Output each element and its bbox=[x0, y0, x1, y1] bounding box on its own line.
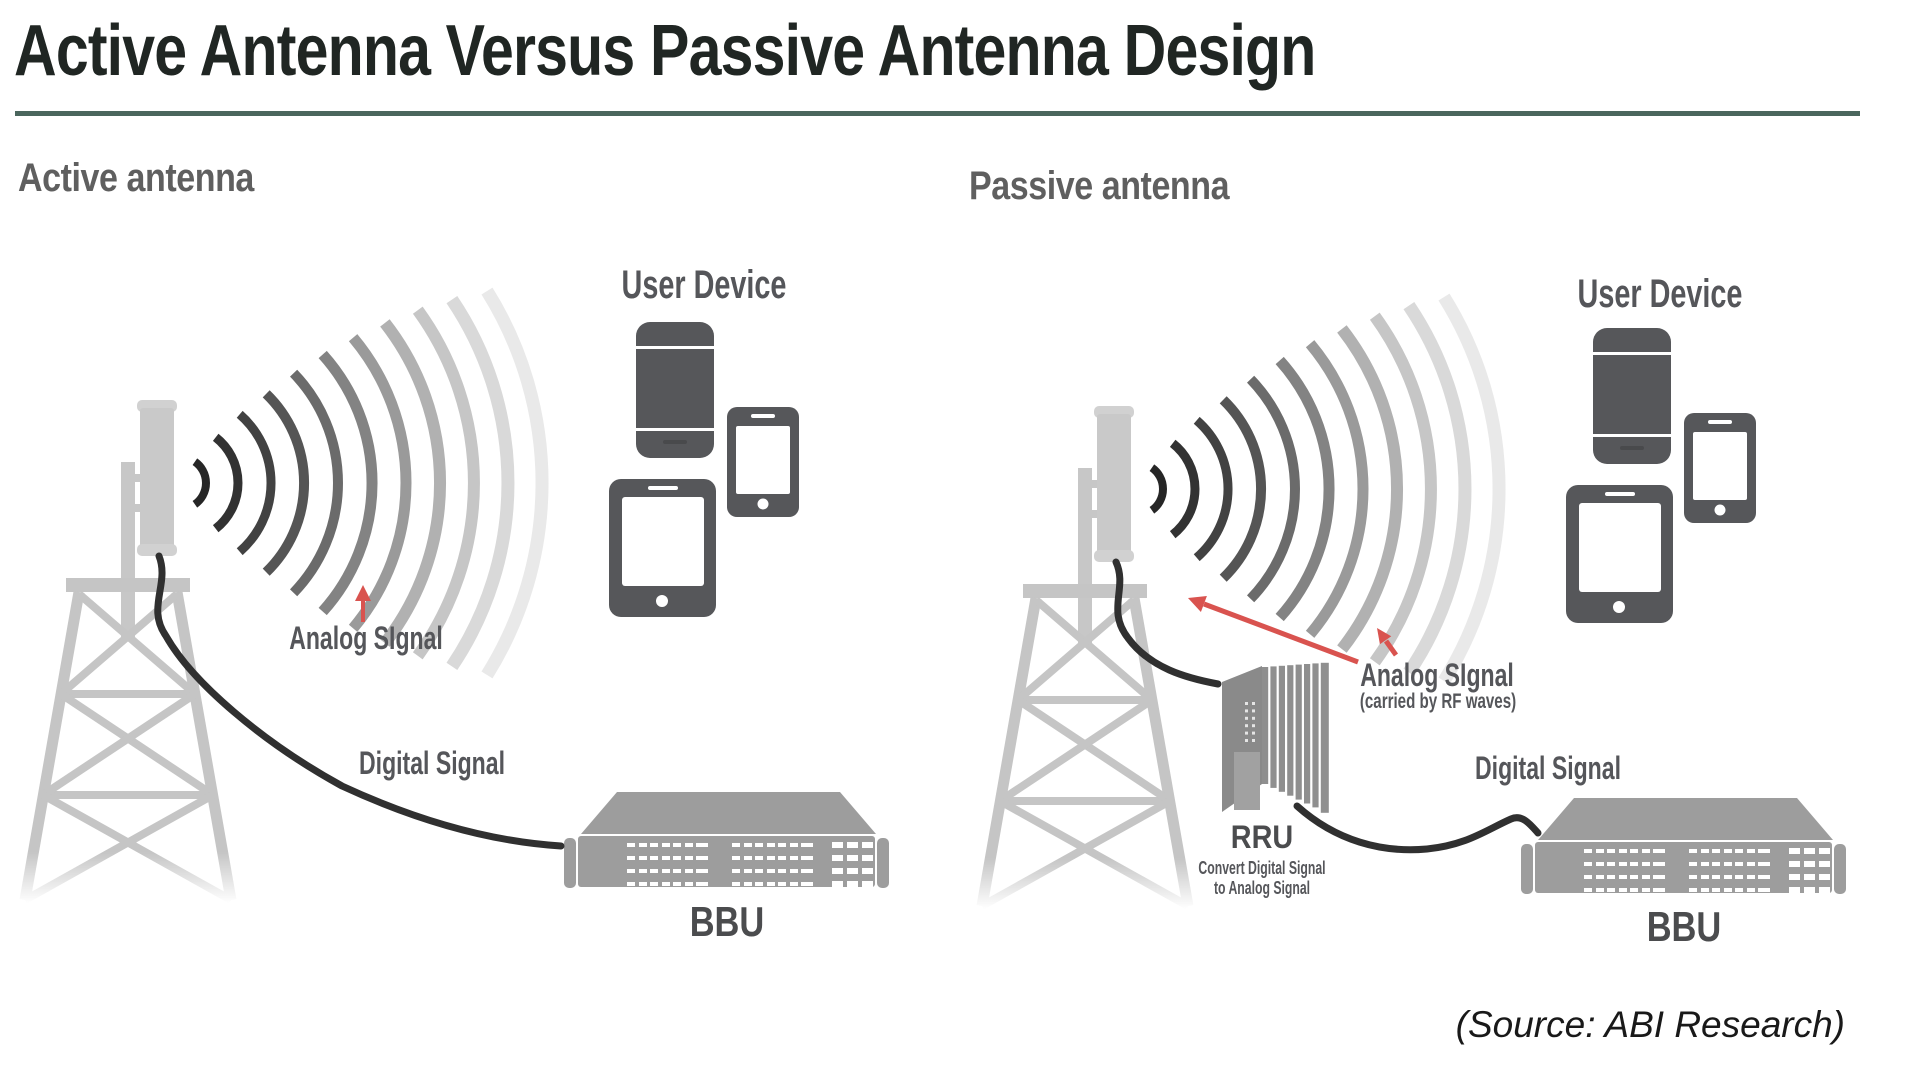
rru-unit-icon bbox=[1222, 662, 1329, 813]
cable-icon bbox=[154, 552, 565, 850]
page-title: Active Antenna Versus Passive Antenna De… bbox=[14, 11, 1316, 91]
bbu-label-left: BBU bbox=[689, 898, 765, 945]
red-arrow-icon bbox=[355, 585, 371, 622]
cable-icon bbox=[1293, 802, 1542, 854]
active-antenna-heading: Active antenna bbox=[18, 156, 254, 200]
user-device-label-left: User Device bbox=[621, 263, 787, 307]
active-antenna-scene bbox=[25, 291, 889, 900]
digital-signal-label-right: Digital Signal bbox=[1475, 750, 1621, 786]
passive-antenna-heading: Passive antenna bbox=[969, 164, 1230, 208]
digital-signal-label-left: Digital Signal bbox=[359, 745, 505, 781]
bbu-label-right: BBU bbox=[1646, 903, 1722, 950]
analog-signal-label-right: Analog SIgnal bbox=[1360, 657, 1514, 693]
rru-label: RRU bbox=[1230, 819, 1294, 855]
red-arrow-icon bbox=[1377, 628, 1399, 657]
rru-sublabel-line1: Convert Digital Signal bbox=[1198, 858, 1326, 878]
analog-signal-label-left: Analog SIgnal bbox=[289, 620, 443, 656]
title-underline bbox=[15, 111, 1860, 116]
source-note: (Source: ABI Research) bbox=[1455, 1004, 1845, 1045]
analog-signal-sublabel-right: (carried by RF waves) bbox=[1359, 690, 1517, 713]
red-arrow-icon bbox=[1188, 596, 1359, 665]
rru-sublabel-line2: to Analog Signal bbox=[1213, 878, 1311, 898]
user-device-label-right: User Device bbox=[1577, 272, 1743, 316]
cable-icon bbox=[1112, 558, 1222, 688]
passive-antenna-scene bbox=[982, 297, 1846, 906]
